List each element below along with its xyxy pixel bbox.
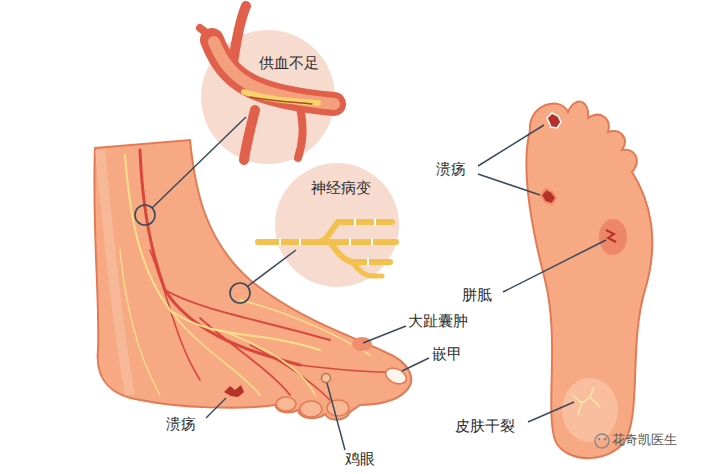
foot-side bbox=[94, 140, 411, 420]
watermark-icon bbox=[595, 434, 609, 448]
callus-mark bbox=[606, 230, 616, 242]
ulcer bbox=[541, 189, 556, 204]
foot-sole bbox=[526, 102, 652, 459]
callout-label: 嵌甲 bbox=[432, 345, 462, 365]
callout-label: 皮肤干裂 bbox=[455, 417, 515, 437]
circle-title: 神经病变 bbox=[275, 179, 411, 197]
callus bbox=[599, 219, 627, 255]
skin-cracks bbox=[572, 387, 600, 415]
callout-label: 胼胝 bbox=[462, 286, 492, 306]
watermark: 花奇凯医生 bbox=[612, 432, 677, 449]
callout-label: 溃疡 bbox=[436, 160, 466, 180]
callout-label: 大趾囊肿 bbox=[408, 312, 468, 332]
toe bbox=[276, 397, 296, 411]
zoom-circle: 供血不足 bbox=[201, 30, 381, 164]
heel-pad bbox=[562, 378, 618, 442]
toe bbox=[300, 401, 322, 417]
toe bbox=[327, 400, 349, 416]
leader-lines bbox=[152, 117, 606, 450]
blood-zoom-circle bbox=[201, 30, 335, 164]
corn bbox=[322, 374, 331, 383]
foot-highlight bbox=[100, 150, 130, 395]
artery-symbol bbox=[200, 6, 334, 160]
callout-label: 溃疡 bbox=[166, 415, 196, 435]
bunion bbox=[352, 337, 372, 351]
ulcer bbox=[547, 113, 561, 128]
ulcer bbox=[224, 385, 244, 397]
nerve-symbol bbox=[258, 219, 396, 276]
toenail bbox=[383, 365, 409, 387]
circle-title: 供血不足 bbox=[201, 54, 381, 72]
callout-label: 鸡眼 bbox=[345, 450, 375, 470]
zoom-circle: 神经病变 bbox=[275, 163, 411, 287]
callout-circle bbox=[230, 283, 250, 303]
